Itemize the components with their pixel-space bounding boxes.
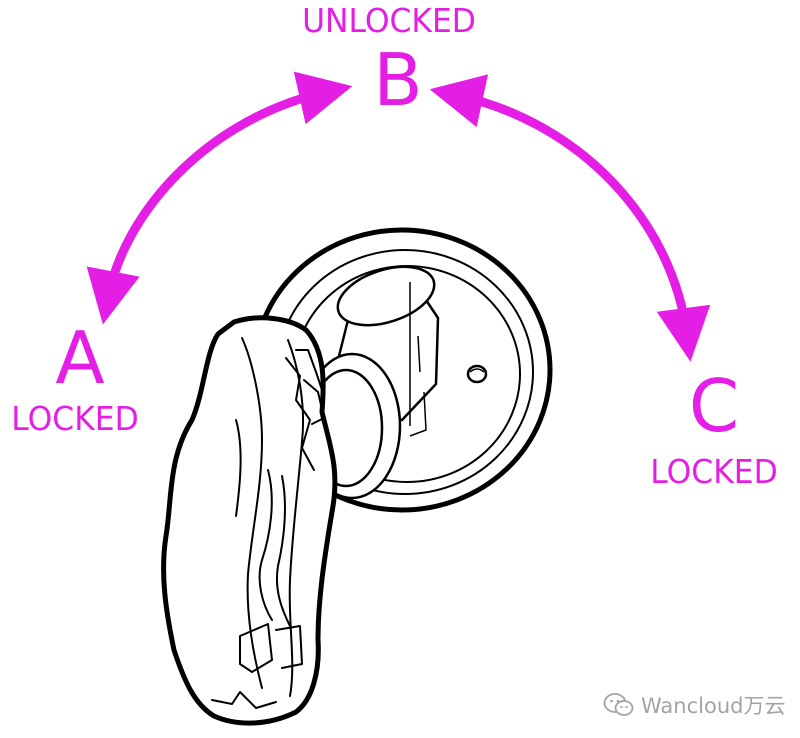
position-c-state-label: LOCKED — [650, 452, 778, 491]
arc-arrow-b-c — [429, 74, 711, 362]
arc-arrow-a-b — [86, 71, 353, 325]
watermark: Wancloud万云 — [603, 690, 785, 720]
wechat-icon — [603, 692, 635, 718]
watermark-text: Wancloud万云 — [641, 694, 786, 718]
position-a-state-label: LOCKED — [11, 399, 139, 438]
lever-handle — [161, 315, 338, 726]
position-a-letter: A — [55, 316, 105, 400]
position-c-letter: C — [688, 364, 740, 448]
position-b-letter: B — [373, 38, 423, 122]
position-b-state-label: UNLOCKED — [302, 1, 476, 40]
